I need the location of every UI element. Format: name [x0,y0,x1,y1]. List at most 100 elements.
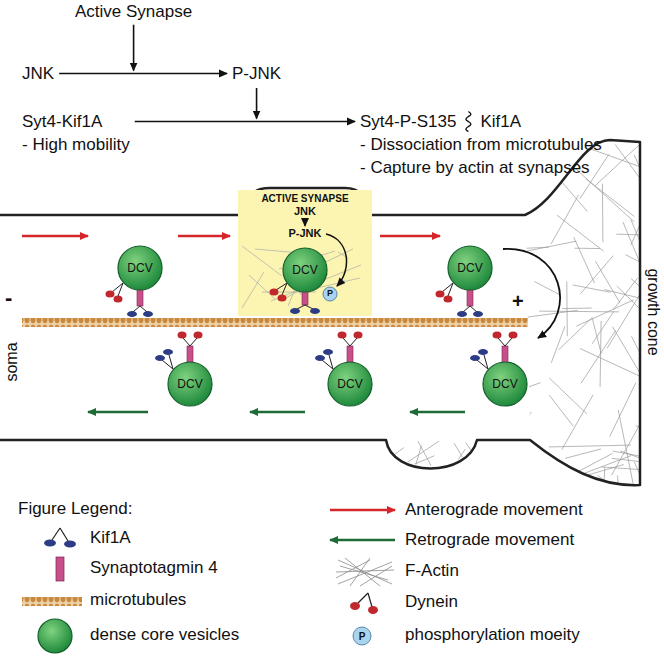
drawing-line [345,558,380,586]
dense-core-vesicle: DCV [282,247,328,293]
label-text: - High mobility [22,133,130,156]
drawing-circle [283,248,327,292]
drawing-line [618,475,620,511]
drawing-ellipse [194,332,203,339]
drawing-ellipse [493,332,502,339]
drawing-rect [238,190,372,316]
drawing-line [631,336,659,392]
axis-end-label: soma [3,342,21,381]
drawing-ellipse [155,355,165,361]
drawing-g [336,558,394,586]
drawing-rect [187,346,193,364]
drawing-line [276,283,287,290]
drawing-line [140,306,147,312]
drawing-line [288,258,308,306]
drawing-line [618,410,633,485]
drawing-line [449,474,481,494]
symbol-label: P [359,631,366,642]
drawing-line [539,311,619,313]
vesicle-label: DCV [447,245,493,291]
symbol-label: P [327,289,333,299]
text-node: JNK [22,62,54,85]
drawing-ellipse [473,311,483,317]
drawing-svg [327,361,373,407]
drawing-line [190,338,197,346]
drawing-line [574,237,595,283]
drawing-rect [56,557,64,581]
drawing-line [308,278,360,290]
drawing-line [549,445,631,447]
flow-arrow [59,73,227,75]
drawing-ellipse [368,606,378,614]
drawing-line [519,241,576,252]
drawing-line [330,509,395,512]
label-text: Kif1A [480,110,521,133]
drawing-line [338,252,348,258]
drawing-line [634,462,652,504]
drawing-ellipse [44,540,56,547]
drawing-line [295,283,301,295]
signal-text: JNK [238,205,372,217]
drawing-circle [448,246,492,290]
drawing-path [326,234,347,286]
drawing-circle [353,627,371,645]
drawing-ellipse [143,311,153,317]
drawing-line [178,235,230,238]
region-title: ACTIVE SYNAPSE [238,193,372,204]
drawing-line [262,292,316,293]
drawing-ellipse [509,332,518,339]
drawing-line [282,283,287,295]
drawing-ellipse [106,291,115,298]
drawing-circle [328,362,372,406]
label-text: - Dissociation from microtubules [360,133,602,156]
drawing-line [360,566,392,586]
drawing-line [118,283,123,296]
drawing-line [330,539,395,542]
drawing-line [580,348,653,382]
drawing-path [466,112,471,132]
drawing-g [379,439,512,532]
drawing-line [565,449,601,458]
drawing-line [562,308,592,310]
drawing-circle [323,287,337,301]
flow-arrow [135,121,355,123]
drawing-ellipse [444,296,453,303]
drawing-line [575,168,635,222]
drawing-svg [482,361,528,407]
drawing-line [525,466,548,496]
drawing-g [22,510,395,653]
legend-text: Synaptotagmin 4 [90,558,218,578]
drawing-rect [137,288,143,306]
legend-text: dense core vesicles [90,625,239,645]
drawing-line [551,195,579,244]
drawing-path [0,140,640,485]
drawing-line [304,220,305,226]
drawing-line [329,355,333,369]
drawing-line [534,281,560,295]
drawing-line [595,261,620,303]
drawing-ellipse [127,311,137,317]
drawing-line [88,411,148,414]
drawing-svg [447,245,493,291]
drawing-ellipse [290,308,300,314]
drawing-line [343,338,350,346]
drawing-rect [22,318,528,327]
label-text: Syt4-Kif1A [22,110,102,133]
drawing-ellipse [270,289,279,296]
drawing-line [411,446,422,483]
label-text: P-JNK [232,62,281,85]
drawing-line [551,326,565,363]
drawing-circle [118,246,162,290]
drawing-ellipse [323,349,333,355]
drawing-line [616,234,656,235]
vesicle-label: DCV [282,247,328,293]
vesicle-label: DCV [117,245,163,291]
drawing-line [559,317,593,349]
drawing-line [631,220,661,293]
drawing-line [358,593,368,603]
drawing-line [341,281,345,282]
text-node: P-JNK [232,62,281,85]
signal-text: P-JNK [238,227,372,239]
drawing-line [484,355,488,369]
